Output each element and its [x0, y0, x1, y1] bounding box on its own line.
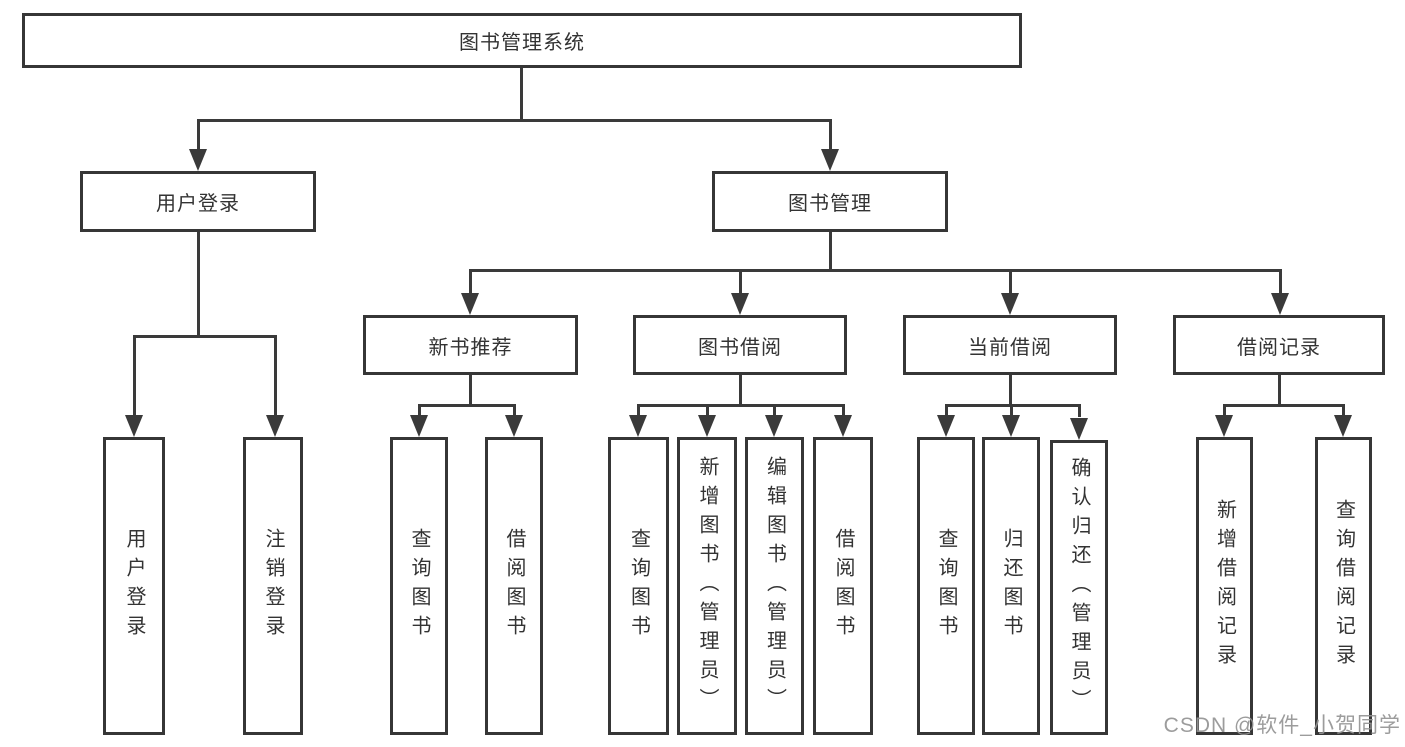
leaf-cb-confirm-return-admin-label: 确认归还（管理员） — [1068, 457, 1090, 718]
leaf-bb-add-book-admin-label: 新增图书（管理员） — [696, 455, 718, 717]
arrowhead-down-icon — [937, 415, 955, 437]
leaf-logout: 注销登录 — [243, 437, 303, 735]
connector-line — [469, 375, 472, 407]
leaf-cb-return-book: 归还图书 — [982, 437, 1040, 735]
leaf-cb-confirm-return-admin: 确认归还（管理员） — [1050, 440, 1108, 735]
arrowhead-down-icon — [266, 415, 284, 437]
connector-line — [197, 119, 831, 122]
connector-line — [133, 335, 136, 417]
leaf-logout-label: 注销登录 — [262, 528, 284, 644]
arrowhead-down-icon — [731, 293, 749, 315]
leaf-cb-return-book-label: 归还图书 — [1000, 528, 1022, 644]
leaf-bb-edit-book-admin: 编辑图书（管理员） — [745, 437, 804, 735]
connector-line — [469, 269, 1282, 272]
connector-line — [842, 404, 845, 417]
connector-line — [1009, 269, 1012, 295]
arrowhead-down-icon — [1334, 415, 1352, 437]
leaf-user-login: 用户登录 — [103, 437, 165, 735]
arrowhead-down-icon — [189, 149, 207, 171]
leaf-br-query-record: 查询借阅记录 — [1315, 437, 1372, 735]
connector-line — [274, 335, 277, 417]
connector-line — [469, 269, 472, 295]
arrowhead-down-icon — [1070, 418, 1088, 440]
connector-line — [829, 119, 832, 150]
connector-line — [637, 404, 640, 417]
connector-line — [520, 68, 523, 121]
leaf-nb-borrow-book-label: 借阅图书 — [503, 528, 525, 644]
connector-line — [133, 335, 277, 338]
connector-line — [739, 375, 742, 407]
connector-line — [1223, 404, 1226, 417]
arrowhead-down-icon — [629, 415, 647, 437]
arrowhead-down-icon — [1271, 293, 1289, 315]
leaf-bb-borrow-book: 借阅图书 — [813, 437, 873, 735]
node-root-label: 图书管理系统 — [459, 32, 585, 54]
connector-line — [1078, 404, 1081, 417]
node-current-borrow-label: 当前借阅 — [968, 336, 1052, 359]
connector-line — [197, 232, 200, 338]
node-user-login-label: 用户登录 — [156, 193, 240, 215]
leaf-cb-query-book: 查询图书 — [917, 437, 975, 735]
leaf-bb-add-book-admin: 新增图书（管理员） — [677, 437, 737, 735]
leaf-user-login-label: 用户登录 — [123, 528, 145, 644]
arrowhead-down-icon — [765, 415, 783, 437]
leaf-nb-borrow-book: 借阅图书 — [485, 437, 543, 735]
arrowhead-down-icon — [125, 415, 143, 437]
connector-line — [418, 404, 516, 407]
node-user-login: 用户登录 — [80, 171, 316, 232]
node-borrow-records-label: 借阅记录 — [1237, 336, 1321, 359]
arrowhead-down-icon — [698, 415, 716, 437]
connector-line — [1223, 404, 1345, 407]
leaf-bb-query-book-label: 查询图书 — [627, 528, 650, 644]
leaf-bb-edit-book-admin-label: 编辑图书（管理员） — [763, 455, 786, 717]
node-new-book-recommend-label: 新书推荐 — [428, 336, 513, 359]
node-book-borrow: 图书借阅 — [633, 315, 847, 375]
leaf-br-add-record-label: 新增借阅记录 — [1213, 499, 1236, 673]
connector-line — [513, 404, 516, 417]
connector-line — [829, 232, 832, 272]
connector-line — [706, 404, 709, 417]
connector-line — [945, 404, 948, 417]
node-book-management: 图书管理 — [712, 171, 948, 232]
arrowhead-down-icon — [461, 293, 479, 315]
connector-line — [1009, 375, 1012, 407]
connector-line — [197, 119, 200, 150]
arrowhead-down-icon — [1002, 415, 1020, 437]
arrowhead-down-icon — [505, 415, 523, 437]
node-book-management-label: 图书管理 — [788, 193, 872, 215]
leaf-cb-query-book-label: 查询图书 — [935, 528, 957, 644]
arrowhead-down-icon — [1001, 293, 1019, 315]
node-root-system: 图书管理系统 — [22, 13, 1022, 68]
connector-line — [637, 404, 845, 407]
node-borrow-records: 借阅记录 — [1173, 315, 1385, 375]
node-current-borrow: 当前借阅 — [903, 315, 1117, 375]
leaf-br-add-record: 新增借阅记录 — [1196, 437, 1253, 735]
arrowhead-down-icon — [1215, 415, 1233, 437]
arrowhead-down-icon — [821, 149, 839, 171]
connector-line — [1342, 404, 1345, 417]
leaf-bb-query-book: 查询图书 — [608, 437, 669, 735]
leaf-nb-query-book-label: 查询图书 — [408, 528, 430, 644]
leaf-nb-query-book: 查询图书 — [390, 437, 448, 735]
connector-line — [1279, 269, 1282, 295]
connector-line — [1278, 375, 1281, 407]
csdn-watermark: CSDN @软件_小贺同学 — [1163, 714, 1401, 737]
node-book-borrow-label: 图书借阅 — [698, 336, 782, 359]
arrowhead-down-icon — [834, 415, 852, 437]
leaf-bb-borrow-book-label: 借阅图书 — [832, 528, 854, 644]
connector-line — [945, 404, 1081, 407]
connector-line — [418, 404, 421, 417]
connector-line — [1010, 404, 1013, 417]
leaf-br-query-record-label: 查询借阅记录 — [1332, 499, 1355, 673]
arrowhead-down-icon — [410, 415, 428, 437]
connector-line — [773, 404, 776, 417]
connector-line — [739, 269, 742, 295]
node-new-book-recommend: 新书推荐 — [363, 315, 578, 375]
